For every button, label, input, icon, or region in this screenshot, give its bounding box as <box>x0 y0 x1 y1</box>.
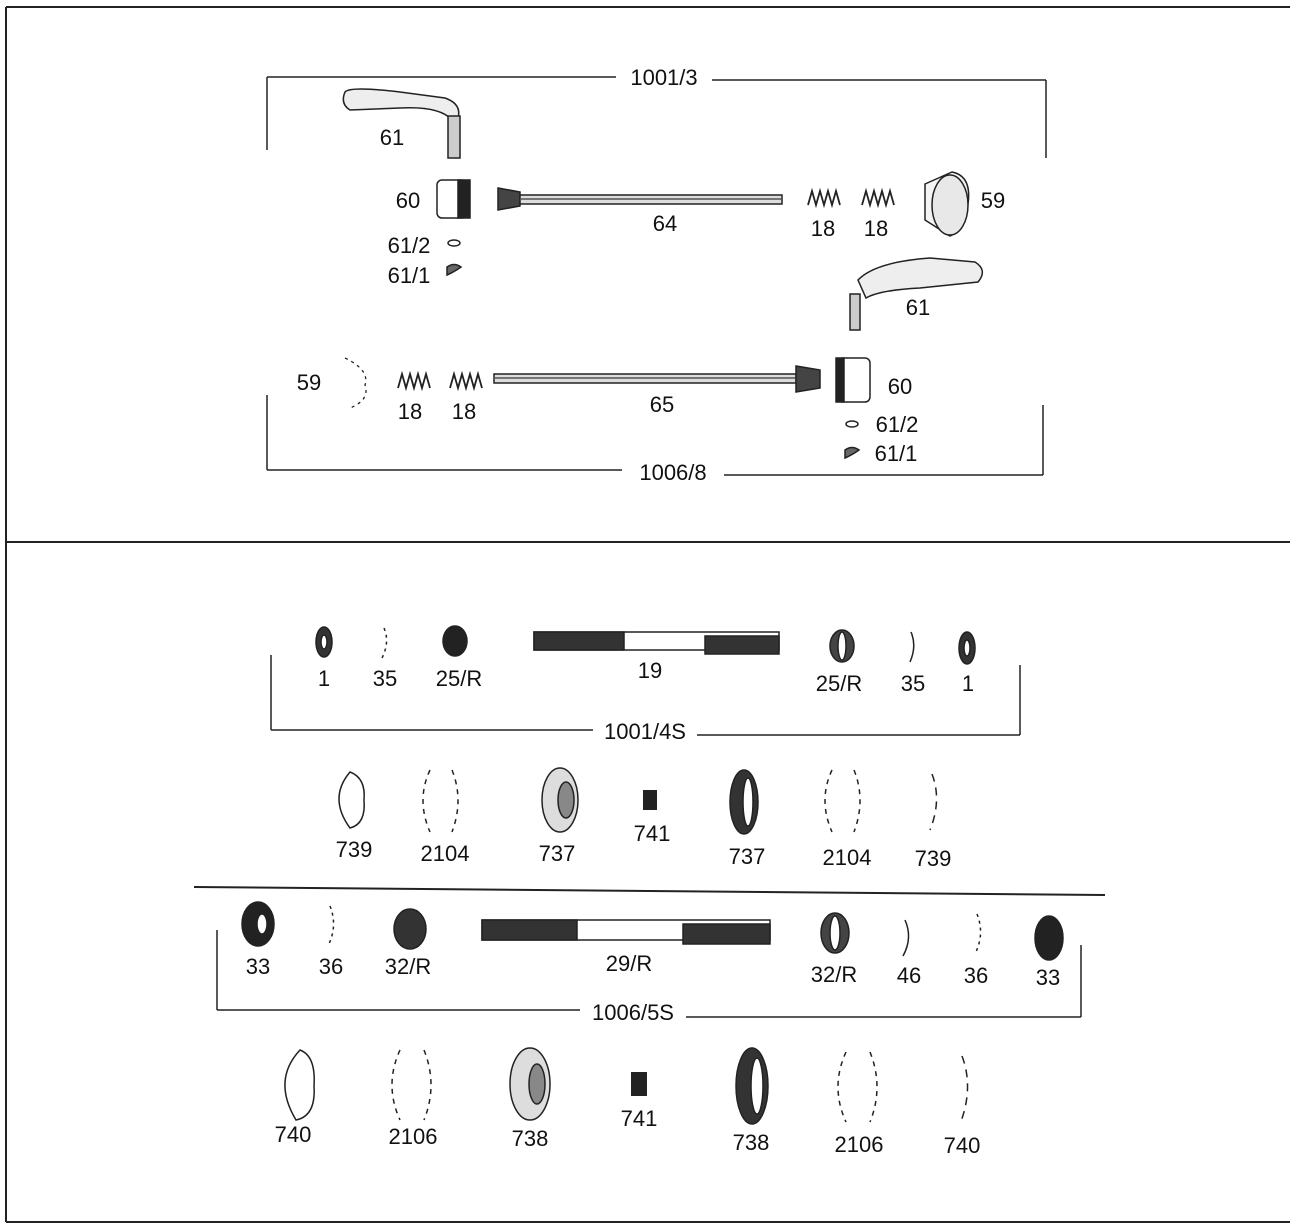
washer-61-2-lower-drawing <box>845 420 859 428</box>
assembly-label-1006-8: 1006/8 <box>633 462 713 484</box>
axle-64-drawing <box>497 187 783 211</box>
springs-18-upper-drawing <box>807 187 895 209</box>
row-d-drawing <box>284 1047 969 1125</box>
part-label-61-1-upper: 61/1 <box>387 263 431 288</box>
part-label-row-d: 738 <box>511 1126 549 1151</box>
part-label-60-upper: 60 <box>395 188 421 213</box>
springs-18-lower-drawing <box>397 370 483 392</box>
part-label-61-upper: 61 <box>379 125 405 150</box>
part-label-59-lower: 59 <box>296 370 322 395</box>
assembly-label-1001-3: 1001/3 <box>624 67 704 89</box>
part-label-row-d: 2106 <box>388 1124 438 1149</box>
part-label-row-a: 19 <box>637 658 663 683</box>
part-label-row-b: 737 <box>728 844 766 869</box>
bracket-1001-3 <box>266 76 1047 158</box>
part-label-row-c: 32/R <box>810 962 858 987</box>
part-label-row-b: 737 <box>538 841 576 866</box>
part-label-18-upper-a: 18 <box>810 216 836 241</box>
part-label-row-a: 1 <box>317 666 331 691</box>
part-label-row-c: 33 <box>1035 965 1061 990</box>
nut-60-lower-drawing <box>835 357 871 403</box>
separator-line <box>193 886 1106 896</box>
part-label-row-c: 33 <box>245 954 271 979</box>
bracket-1006-5s <box>216 930 1082 1018</box>
part-label-row-b: 741 <box>633 821 671 846</box>
part-label-row-a: 1 <box>961 671 975 696</box>
row-c-drawing <box>241 901 1064 961</box>
part-label-61-lower: 61 <box>905 295 931 320</box>
part-label-row-d: 741 <box>620 1106 658 1131</box>
part-label-row-c: 36 <box>963 963 989 988</box>
part-label-row-d: 738 <box>732 1130 770 1155</box>
part-label-row-d: 740 <box>943 1133 981 1158</box>
part-label-row-b: 739 <box>335 837 373 862</box>
part-label-row-c: 29/R <box>605 951 653 976</box>
row-a-drawing <box>315 625 976 665</box>
part-label-61-2-lower: 61/2 <box>875 412 919 437</box>
part-label-61-1-lower: 61/1 <box>874 441 918 466</box>
part-label-64: 64 <box>652 211 678 236</box>
part-label-row-c: 32/R <box>384 954 432 979</box>
part-label-row-d: 2106 <box>834 1132 884 1157</box>
lever-61-lower-drawing <box>849 257 984 331</box>
bracket-1001-4s <box>270 655 1021 736</box>
frame <box>5 6 1290 1223</box>
part-label-row-c: 46 <box>896 963 922 988</box>
clip-61-1-lower-drawing <box>844 446 861 460</box>
part-label-row-a: 35 <box>900 671 926 696</box>
part-label-18-upper-b: 18 <box>863 216 889 241</box>
washer-61-2-upper-drawing <box>447 239 461 247</box>
part-label-65: 65 <box>649 392 675 417</box>
part-label-row-b: 739 <box>914 846 952 871</box>
part-label-row-b: 2104 <box>822 845 872 870</box>
part-label-row-d: 740 <box>274 1122 312 1147</box>
part-label-18-lower-b: 18 <box>451 399 477 424</box>
lever-61-upper-drawing <box>342 88 461 159</box>
assembly-label-1001-4s: 1001/4S <box>598 721 692 743</box>
part-label-row-b: 2104 <box>420 841 470 866</box>
row-b-drawing <box>338 767 938 835</box>
part-label-60-lower: 60 <box>887 374 913 399</box>
part-label-row-a: 25/R <box>815 671 863 696</box>
nut-60-upper-drawing <box>436 179 471 219</box>
assembly-label-1006-5s: 1006/5S <box>586 1002 680 1024</box>
bracket-1006-8 <box>266 395 1044 476</box>
part-label-18-lower-a: 18 <box>397 399 423 424</box>
axle-65-drawing <box>493 365 821 393</box>
cone-59-upper-drawing <box>924 171 970 237</box>
cone-59-lower-drawing <box>344 357 367 409</box>
part-label-59-upper: 59 <box>980 188 1006 213</box>
part-label-61-2-upper: 61/2 <box>387 233 431 258</box>
clip-61-1-upper-drawing <box>446 263 463 277</box>
part-label-row-a: 25/R <box>435 666 483 691</box>
part-label-row-a: 35 <box>372 666 398 691</box>
part-label-row-c: 36 <box>318 954 344 979</box>
